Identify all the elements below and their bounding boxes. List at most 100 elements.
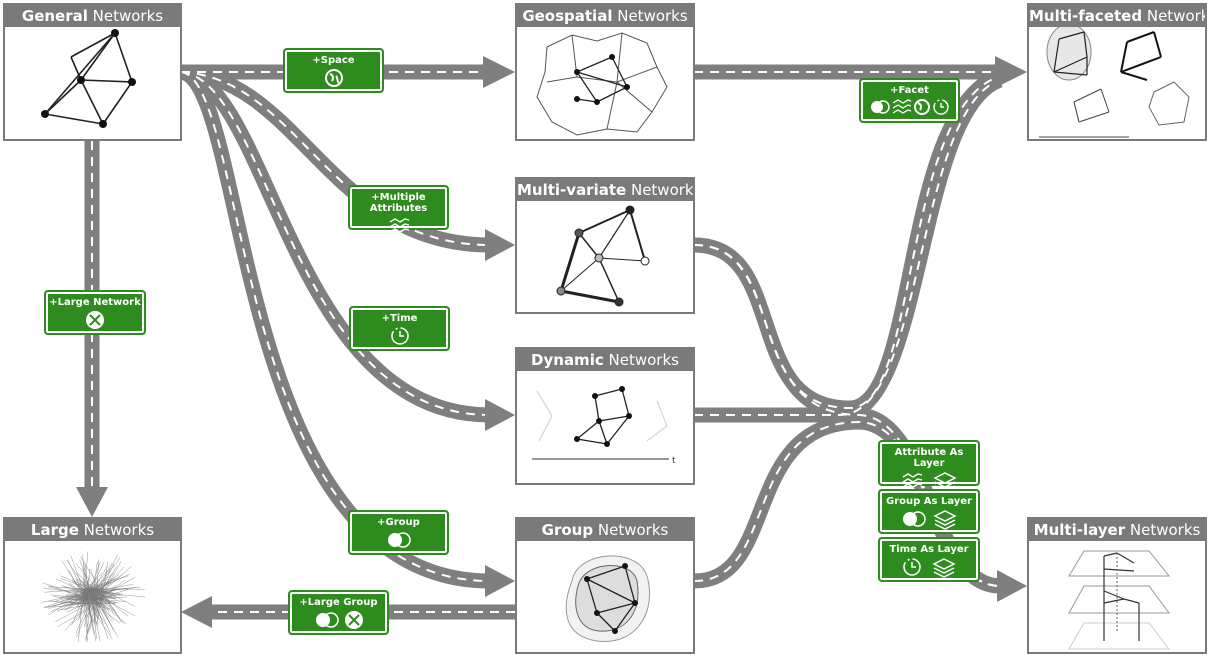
group-graph xyxy=(565,555,651,642)
sign-multiple-attributes: +Multiple Attributes xyxy=(348,185,449,233)
sign-attribute-as-layer: Attribute As Layer xyxy=(878,440,980,492)
hairball-edge xyxy=(87,603,101,635)
hairball-edge xyxy=(85,596,117,599)
hairball-edge xyxy=(85,575,129,593)
arrow-to-large xyxy=(76,487,108,517)
sign-large-group-label: +Large Group xyxy=(299,597,378,608)
hairball-edge xyxy=(66,601,91,613)
hairball-edge xyxy=(85,599,88,627)
road-general-to-multivariate-lane-marking xyxy=(180,71,491,246)
multilayer-networks-box: Multi-layer Networks xyxy=(1027,517,1207,654)
multilayer-graph xyxy=(1068,550,1171,650)
general-networks-box: General Networks xyxy=(3,3,182,141)
hairball-edge xyxy=(98,596,127,599)
geospatial-networks-title: Geospatial Networks xyxy=(517,5,693,27)
hairball-edge xyxy=(78,588,98,603)
hairball-edge xyxy=(99,585,117,595)
hairball-edge xyxy=(85,599,95,602)
hairball-edge xyxy=(91,602,110,610)
hairball-edge xyxy=(44,587,103,593)
multilayer-networks-title: Multi-layer Networks xyxy=(1029,519,1205,541)
hairball-edge xyxy=(92,589,129,600)
hairball-edge xyxy=(61,560,85,599)
globe-icon xyxy=(324,69,343,87)
multivariate-graph xyxy=(556,205,650,307)
hairball-edge xyxy=(88,589,93,595)
hairball-edge xyxy=(57,602,99,628)
hairball-edge xyxy=(82,598,89,611)
hairball-edge xyxy=(93,596,114,621)
sign-facet: +Facet xyxy=(859,78,960,123)
multifaceted-networks-box: Multi-faceted Networks xyxy=(1027,3,1207,141)
hairball-edge xyxy=(84,588,113,623)
hairball-edge xyxy=(96,589,101,592)
hairball-edge xyxy=(78,591,101,597)
hairball-edge xyxy=(98,602,105,607)
attributes-icon xyxy=(892,99,912,114)
hairball-edge xyxy=(80,556,103,593)
hairball-edge xyxy=(94,596,97,626)
hairball-edge xyxy=(86,596,100,636)
hairball-edge xyxy=(78,589,100,593)
clock-icon xyxy=(933,99,949,115)
arrow-to-dynamic xyxy=(485,399,515,431)
sign-time-as-layer: Time As Layer xyxy=(878,537,980,582)
dynamic-networks-title: Dynamic Networks xyxy=(517,349,693,371)
hairball-edge xyxy=(90,568,103,603)
clock-icon xyxy=(390,327,409,345)
road-dynamic-to-multifaceted xyxy=(694,72,1004,423)
road-general-to-group-lane-marking xyxy=(180,71,491,582)
hairball-edge xyxy=(96,559,99,591)
road-dynamic-to-multifaceted-lane-marking xyxy=(694,79,1001,416)
hairball-edge xyxy=(97,588,116,612)
hairball-edge xyxy=(98,592,110,614)
arrow-to-multivariate xyxy=(485,229,515,261)
hairball-edge xyxy=(80,583,99,599)
multivariate-networks-box: Multi-variate Networks xyxy=(515,177,695,314)
hairball-edge xyxy=(94,600,109,640)
attributes-icon xyxy=(902,473,923,488)
general-network-graph xyxy=(41,29,136,128)
hairball-edge xyxy=(64,592,99,631)
sign-group-as-layer: Group As Layer xyxy=(878,489,980,534)
sign-group-label: +Group xyxy=(377,517,420,528)
sign-space: +Space xyxy=(283,48,384,93)
venn-icon xyxy=(387,532,411,548)
hairball-edge xyxy=(101,587,136,592)
arrow-to-large-from-group xyxy=(181,596,212,628)
hairball-edge xyxy=(83,562,85,603)
hairball-edge xyxy=(96,589,115,598)
attributes-icon xyxy=(389,218,409,233)
venn-icon xyxy=(315,612,339,628)
sign-time: +Time xyxy=(349,306,450,351)
arrow-to-multifaceted xyxy=(995,56,1027,88)
dynamic-networks-box: Dynamic Networks t xyxy=(515,347,695,485)
arrow-to-geospatial xyxy=(483,56,515,88)
hairball-edge xyxy=(95,591,146,598)
sign-large-network-label: +Large Network xyxy=(49,297,141,308)
sign-attribute-as-layer-label: Attribute As Layer xyxy=(894,447,964,469)
venn-icon xyxy=(871,100,890,114)
sign-large-network: +Large Network xyxy=(44,290,146,335)
hairball-edge xyxy=(64,590,89,611)
hairball-edge xyxy=(83,592,122,602)
expand-icon xyxy=(344,611,363,629)
arrow-to-group xyxy=(485,565,515,597)
hairball-edge xyxy=(100,580,103,591)
hairball-edge xyxy=(78,602,90,608)
layers-icon xyxy=(933,510,957,530)
clock-icon xyxy=(903,558,921,576)
road-multivariate-to-multifaceted-lane-marking xyxy=(693,75,1001,410)
hairball-edge xyxy=(84,588,95,634)
hairball-edge xyxy=(86,588,105,602)
globe-icon xyxy=(914,99,930,115)
multivariate-networks-title: Multi-variate Networks xyxy=(517,179,693,201)
sign-multiple-attributes-label: +Multiple Attributes xyxy=(369,192,428,214)
sign-time-label: +Time xyxy=(381,313,418,324)
hairball-edge xyxy=(97,591,128,617)
layers-icon xyxy=(932,558,956,578)
large-networks-box: Large Networks xyxy=(3,517,182,654)
dynamic-graph-timeline: t xyxy=(532,386,676,466)
hairball-edge xyxy=(84,596,87,602)
hairball-edge xyxy=(101,561,109,604)
